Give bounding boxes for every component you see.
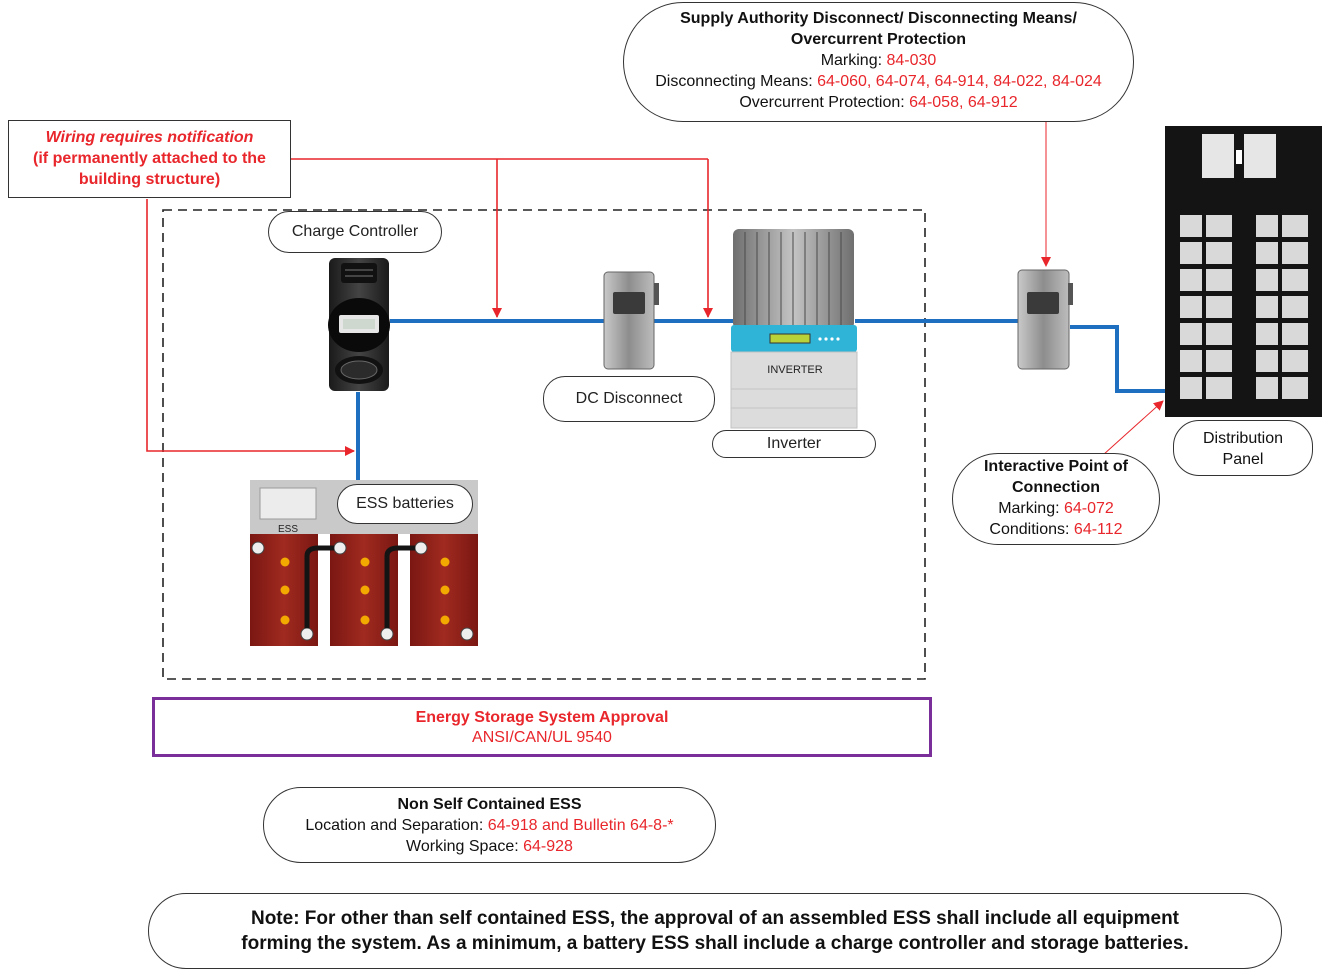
dc-disconnect-device bbox=[603, 271, 659, 370]
ess-approval-box: Energy Storage System Approval ANSI/CAN/… bbox=[152, 697, 932, 757]
ac-disconnect-device bbox=[1017, 269, 1073, 370]
approval-title: Energy Storage System Approval bbox=[415, 709, 669, 726]
marking-label: Marking: bbox=[820, 52, 887, 69]
supply-authority-title-2: Overcurrent Protection bbox=[790, 31, 967, 48]
distribution-panel-device bbox=[1165, 126, 1322, 417]
wiring-note-line-3: building structure) bbox=[78, 171, 221, 188]
inverter-label: Inverter bbox=[712, 430, 876, 458]
dc-disconnect-label: DC Disconnect bbox=[543, 376, 715, 422]
distribution-panel-label: Distribution Panel bbox=[1173, 420, 1313, 476]
note-line-2: forming the system. As a minimum, a batt… bbox=[241, 933, 1189, 954]
location-ref: 64-918 and Bulletin 64-8-* bbox=[487, 817, 674, 834]
location-label: Location and Separation: bbox=[305, 817, 488, 834]
disconnecting-means-label: Disconnecting Means: bbox=[655, 73, 818, 90]
wiring-note-line-1: Wiring requires notification bbox=[45, 129, 254, 146]
charge-controller-label: Charge Controller bbox=[268, 211, 442, 253]
wire-disconnect-to-panel bbox=[1070, 325, 1168, 393]
conditions-ref: 64-112 bbox=[1073, 521, 1123, 538]
arrow-to-panel bbox=[1102, 400, 1164, 456]
inverter-face-text: INVERTER bbox=[767, 364, 822, 376]
interactive-point-title-1: Interactive Point of bbox=[983, 458, 1129, 475]
arrow-to-battery-wire bbox=[146, 199, 355, 456]
marking-ref: 84-030 bbox=[886, 52, 937, 69]
ess-batteries-label: ESS batteries bbox=[337, 484, 473, 524]
interactive-point-text: Interactive Point of Connection Marking:… bbox=[952, 456, 1160, 540]
charge-controller-device bbox=[328, 258, 390, 391]
conditions-label: Conditions: bbox=[989, 521, 1074, 538]
disconnecting-means-ref: 64-060, 64-074, 64-914, 84-022, 84-024 bbox=[817, 73, 1102, 90]
supply-authority-title-1: Supply Authority Disconnect/ Disconnecti… bbox=[680, 10, 1077, 27]
inverter-device: INVERTER bbox=[730, 229, 858, 429]
note-callout: Note: For other than self contained ESS,… bbox=[148, 893, 1282, 969]
wiring-notification-box: Wiring requires notification (if permane… bbox=[8, 120, 291, 198]
interactive-point-callout bbox=[952, 453, 1160, 545]
interactive-marking-ref: 64-072 bbox=[1063, 500, 1114, 517]
ess-face-text: ESS bbox=[278, 524, 298, 535]
supply-authority-callout bbox=[623, 2, 1134, 122]
distribution-panel-line-2: Panel bbox=[1222, 451, 1264, 468]
working-space-label: Working Space: bbox=[406, 838, 524, 855]
approval-standard: ANSI/CAN/UL 9540 bbox=[472, 729, 612, 746]
wiring-note-line-2: (if permanently attached to the bbox=[33, 150, 266, 167]
supply-authority-text: Supply Authority Disconnect/ Disconnecti… bbox=[626, 8, 1131, 113]
power-wiring bbox=[356, 319, 1168, 480]
interactive-marking-label: Marking: bbox=[998, 500, 1064, 517]
system-boundary bbox=[162, 209, 926, 680]
non-self-contained-callout: Non Self Contained ESS Location and Sepa… bbox=[263, 787, 716, 863]
distribution-panel-line-1: Distribution bbox=[1202, 430, 1284, 447]
overcurrent-ref: 64-058, 64-912 bbox=[909, 94, 1018, 111]
note-line-1: Note: For other than self contained ESS,… bbox=[250, 908, 1179, 929]
notification-lines bbox=[146, 118, 1164, 456]
overcurrent-label: Overcurrent Protection: bbox=[739, 94, 910, 111]
working-space-ref: 64-928 bbox=[523, 838, 573, 855]
interactive-point-title-2: Connection bbox=[1012, 479, 1100, 496]
non-self-contained-title: Non Self Contained ESS bbox=[397, 796, 582, 813]
